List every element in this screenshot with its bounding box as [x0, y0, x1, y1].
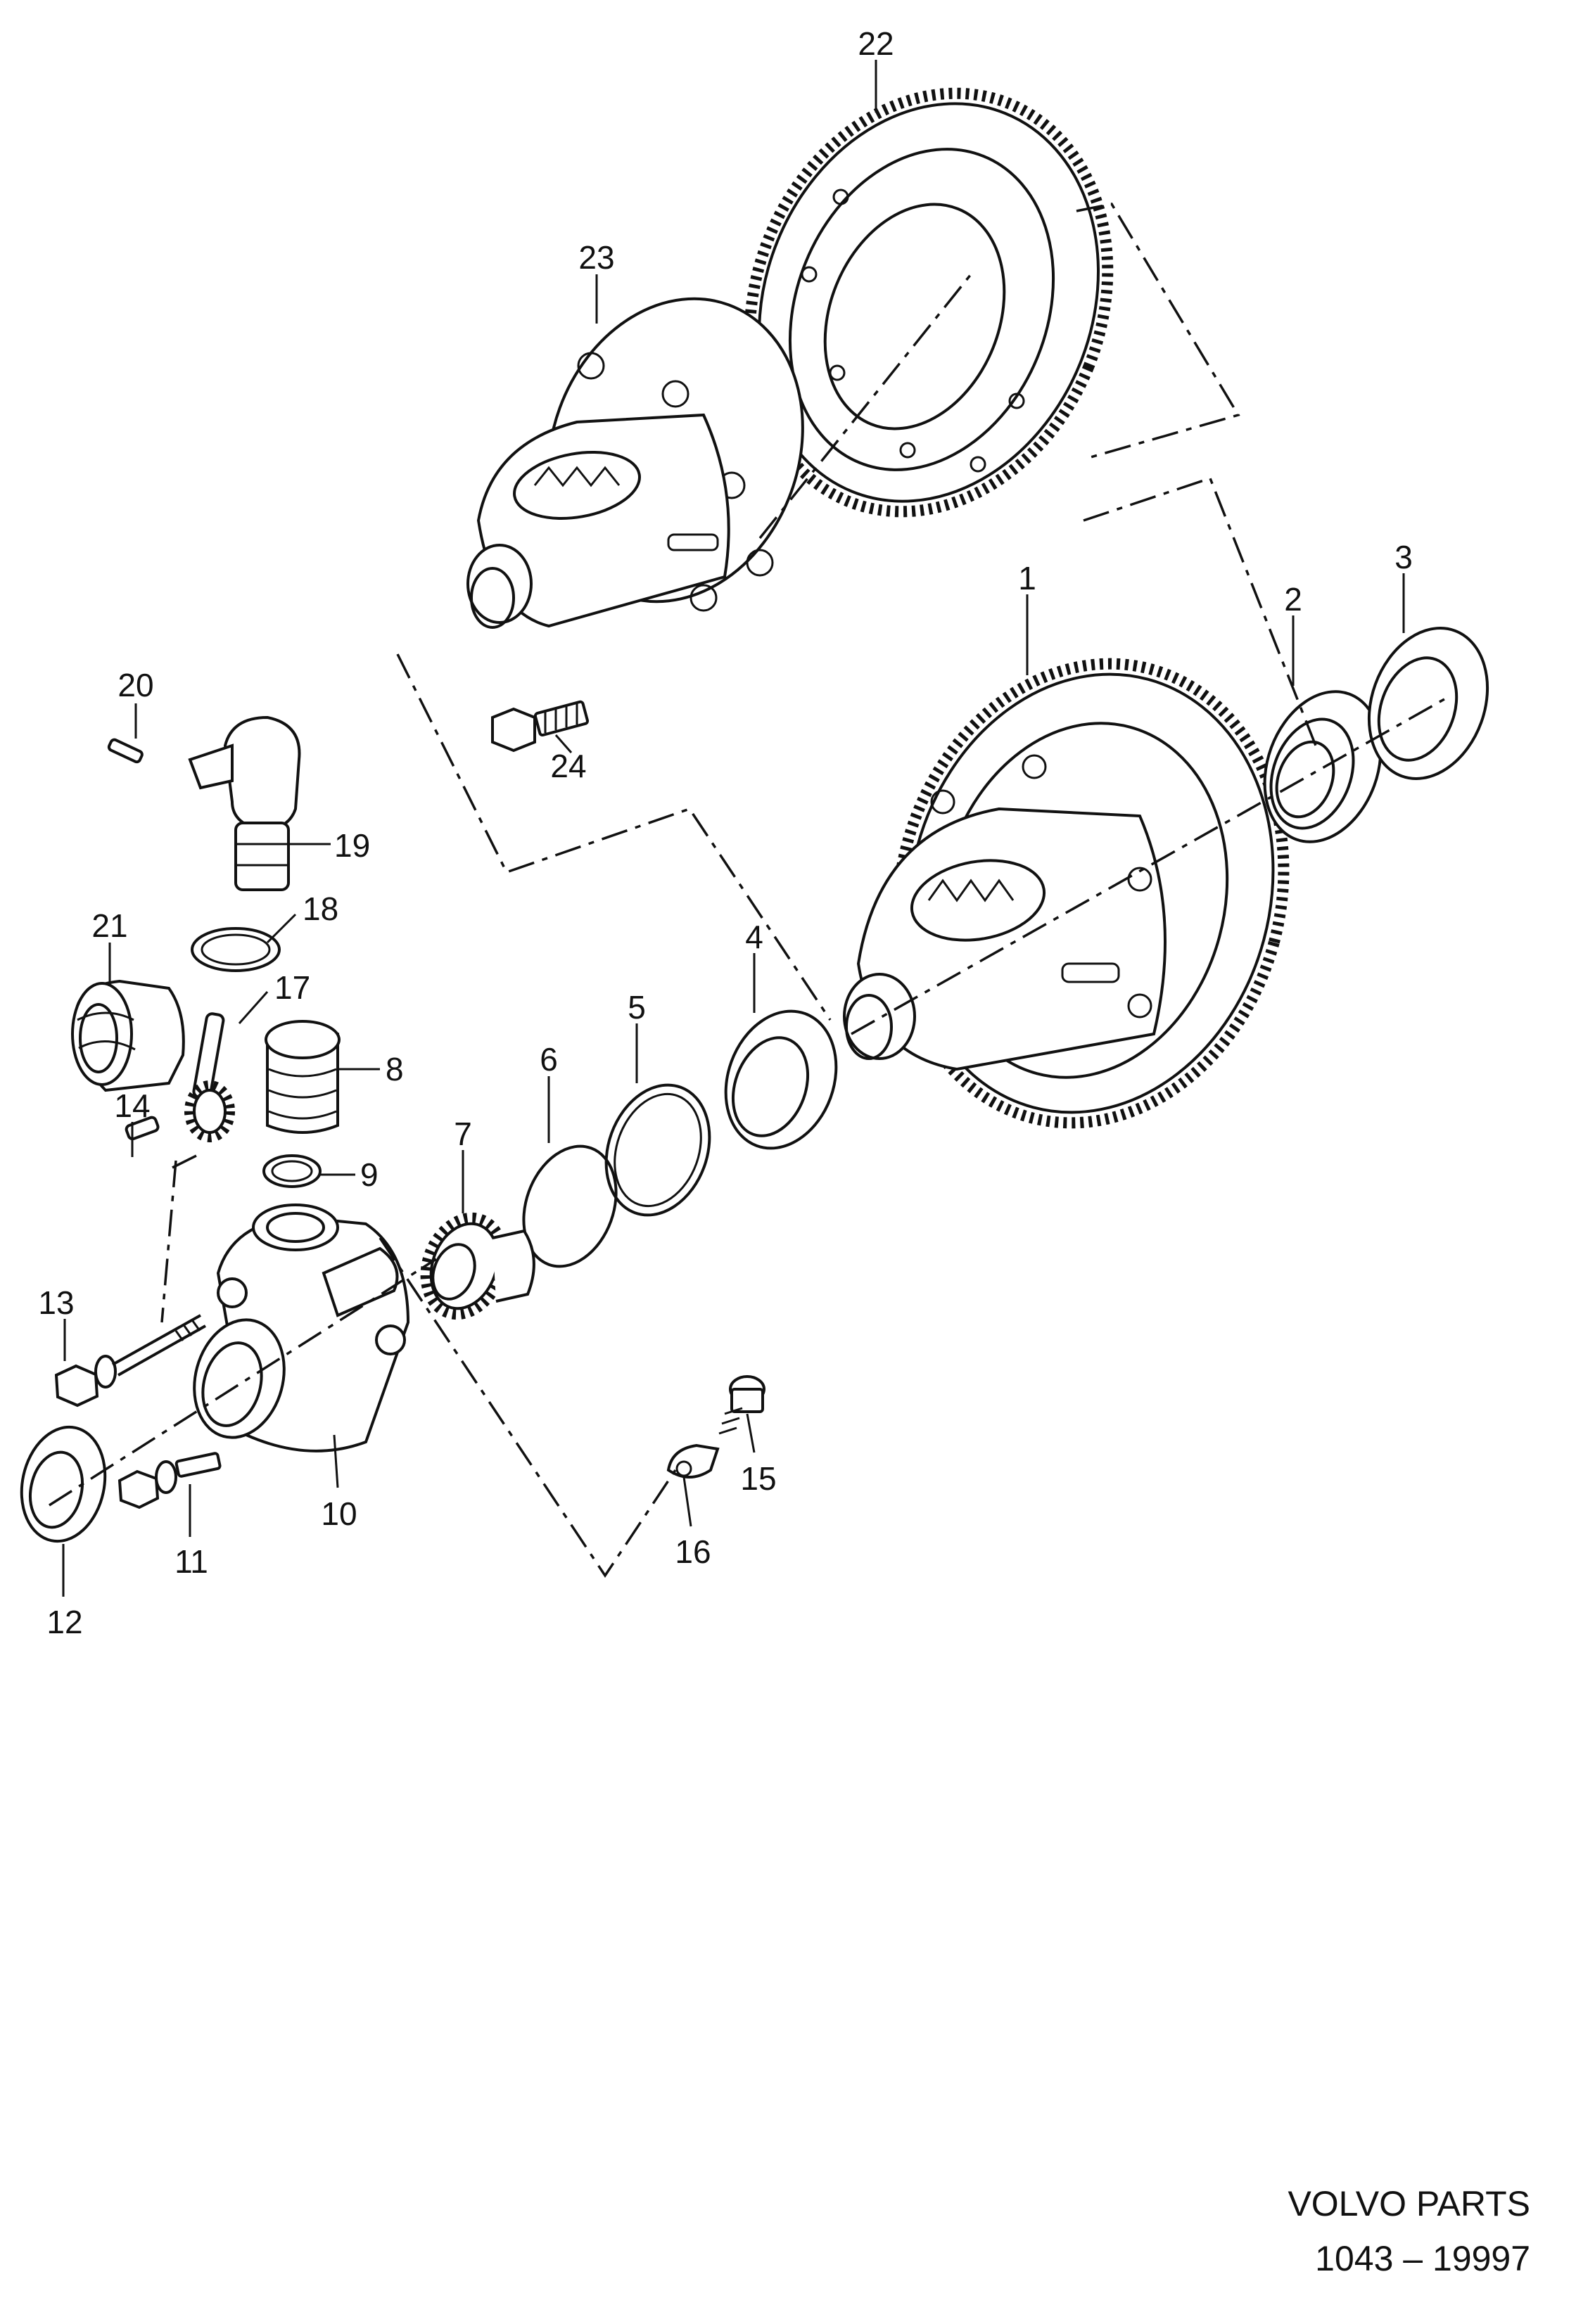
- part-18-o-ring: [191, 927, 281, 972]
- part-19-adapter: [188, 715, 301, 891]
- callout-22: 22: [858, 25, 894, 62]
- part-7-drive-gear: [420, 1212, 535, 1320]
- callout-19: 19: [334, 827, 370, 864]
- part-22-ring-gear: [744, 87, 1114, 518]
- leader-lines: [62, 60, 1405, 1597]
- footer-code: 1043 – 19997: [1315, 2239, 1530, 2278]
- part-20-pin: [107, 738, 144, 764]
- part-23-differential-carrier: [466, 297, 804, 629]
- callout-21: 21: [91, 907, 127, 944]
- callout-6: 6: [540, 1041, 558, 1078]
- callout-18: 18: [303, 890, 338, 927]
- callout-4: 4: [745, 919, 763, 955]
- callout-5: 5: [628, 989, 646, 1026]
- part-6-o-ring: [522, 1144, 618, 1268]
- part-21-sleeve: [71, 979, 185, 1092]
- callouts: 22 23 1 2 3 24 20 19 18 21 17 8 4 5 6 7 …: [38, 25, 1412, 1640]
- callout-10: 10: [321, 1495, 357, 1532]
- callout-8: 8: [386, 1051, 404, 1087]
- assembly-guide-lines: [49, 203, 1450, 1578]
- part-8-plug: [265, 1020, 341, 1134]
- callout-2: 2: [1284, 581, 1302, 618]
- part-12-seal: [20, 1425, 107, 1543]
- callout-7: 7: [454, 1116, 472, 1152]
- part-16-clamp: [666, 1443, 720, 1479]
- callout-14: 14: [114, 1087, 150, 1124]
- part-24-bolt: [491, 700, 589, 753]
- part-9-o-ring: [262, 1154, 322, 1188]
- part-4-bearing: [724, 1009, 838, 1150]
- callout-16: 16: [675, 1533, 711, 1570]
- footer: VOLVO PARTS 1043 – 19997: [1288, 2184, 1530, 2278]
- callout-24: 24: [550, 748, 586, 784]
- callout-9: 9: [360, 1156, 379, 1193]
- part-17-driven-gear: [184, 1012, 235, 1142]
- callout-13: 13: [38, 1284, 74, 1321]
- callout-11: 11: [174, 1543, 208, 1580]
- part-5-shim-ring: [604, 1083, 711, 1217]
- part-1-differential-assembly: [843, 658, 1290, 1129]
- part-14-pin: [125, 1116, 160, 1141]
- part-13-long-bolt: [54, 1314, 206, 1407]
- part-3-seal: [1367, 627, 1489, 780]
- callout-1: 1: [1018, 560, 1036, 596]
- callout-3: 3: [1394, 539, 1413, 575]
- callout-17: 17: [274, 969, 310, 1006]
- callout-12: 12: [46, 1604, 82, 1640]
- callout-23: 23: [578, 239, 614, 276]
- callout-20: 20: [117, 667, 153, 703]
- footer-brand: VOLVO PARTS: [1288, 2184, 1530, 2223]
- part-11-bolt: [117, 1452, 222, 1509]
- callout-15: 15: [740, 1460, 776, 1497]
- part-10-drive-housing: [193, 1204, 410, 1452]
- part-15-screw: [718, 1375, 765, 1435]
